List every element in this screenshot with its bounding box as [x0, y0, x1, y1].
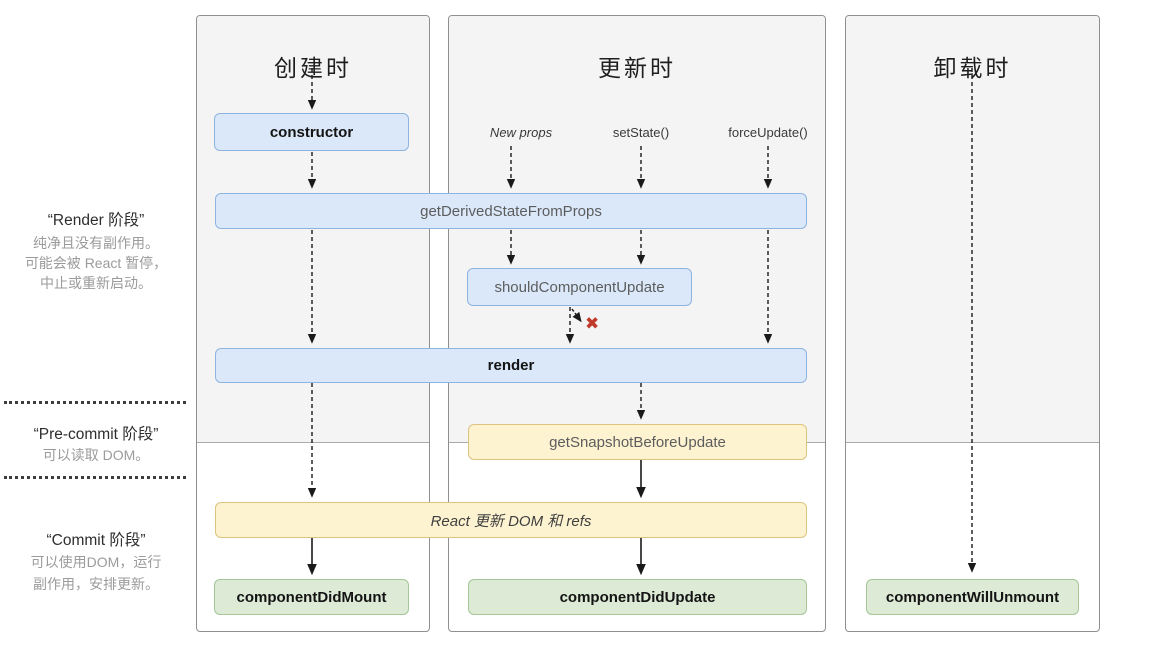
node-component-did-update[interactable]: componentDidUpdate	[468, 579, 807, 615]
phase-commit-desc-line: 可以使用DOM，运行	[30, 554, 162, 570]
phase-render-desc-line: 可能会被 React 暂停，	[24, 255, 168, 271]
column-mounting: 创建时	[196, 15, 430, 632]
column-mounting-title: 创建时	[274, 55, 352, 81]
phase-commit-desc-line: 副作用，安排更新。	[33, 576, 159, 592]
phase-precommit-title: “Pre-commit 阶段”	[33, 426, 159, 443]
trigger-force-update: forceUpdate()	[728, 125, 808, 140]
node-component-will-unmount[interactable]: componentWillUnmount	[866, 579, 1079, 615]
column-updating: 更新时	[448, 15, 826, 632]
cancel-icon: ✖	[585, 314, 600, 333]
phase-render-desc-line: 纯净且没有副作用。	[33, 235, 159, 251]
node-get-derived-state-from-props[interactable]: getDerivedStateFromProps	[215, 193, 807, 229]
phase-divider	[4, 476, 186, 479]
trigger-new-props: New props	[489, 125, 553, 140]
node-render[interactable]: render	[215, 348, 807, 383]
trigger-set-state: setState()	[612, 125, 670, 140]
phase-commit-title: “Commit 阶段”	[46, 532, 146, 549]
node-constructor[interactable]: constructor	[214, 113, 409, 151]
phase-commit-desc: 可以使用DOM，运行 副作用，安排更新。	[0, 551, 192, 595]
phase-render-title: “Render 阶段”	[47, 212, 145, 229]
node-react-updates-dom: React 更新 DOM 和 refs	[215, 502, 807, 538]
phase-precommit-desc: 可以读取 DOM。	[0, 445, 192, 465]
phase-precommit-desc-line: 可以读取 DOM。	[42, 447, 150, 463]
phase-divider	[4, 401, 186, 404]
phase-render-desc: 纯净且没有副作用。 可能会被 React 暂停， 中止或重新启动。	[0, 233, 192, 293]
column-unmounting-title: 卸载时	[933, 55, 1012, 81]
column-updating-title: 更新时	[598, 55, 676, 81]
phase-render-desc-line: 中止或重新启动。	[40, 275, 152, 291]
column-unmounting: 卸载时	[845, 15, 1100, 632]
node-get-snapshot-before-update[interactable]: getSnapshotBeforeUpdate	[468, 424, 807, 460]
node-should-component-update[interactable]: shouldComponentUpdate	[467, 268, 692, 306]
node-component-did-mount[interactable]: componentDidMount	[214, 579, 409, 615]
